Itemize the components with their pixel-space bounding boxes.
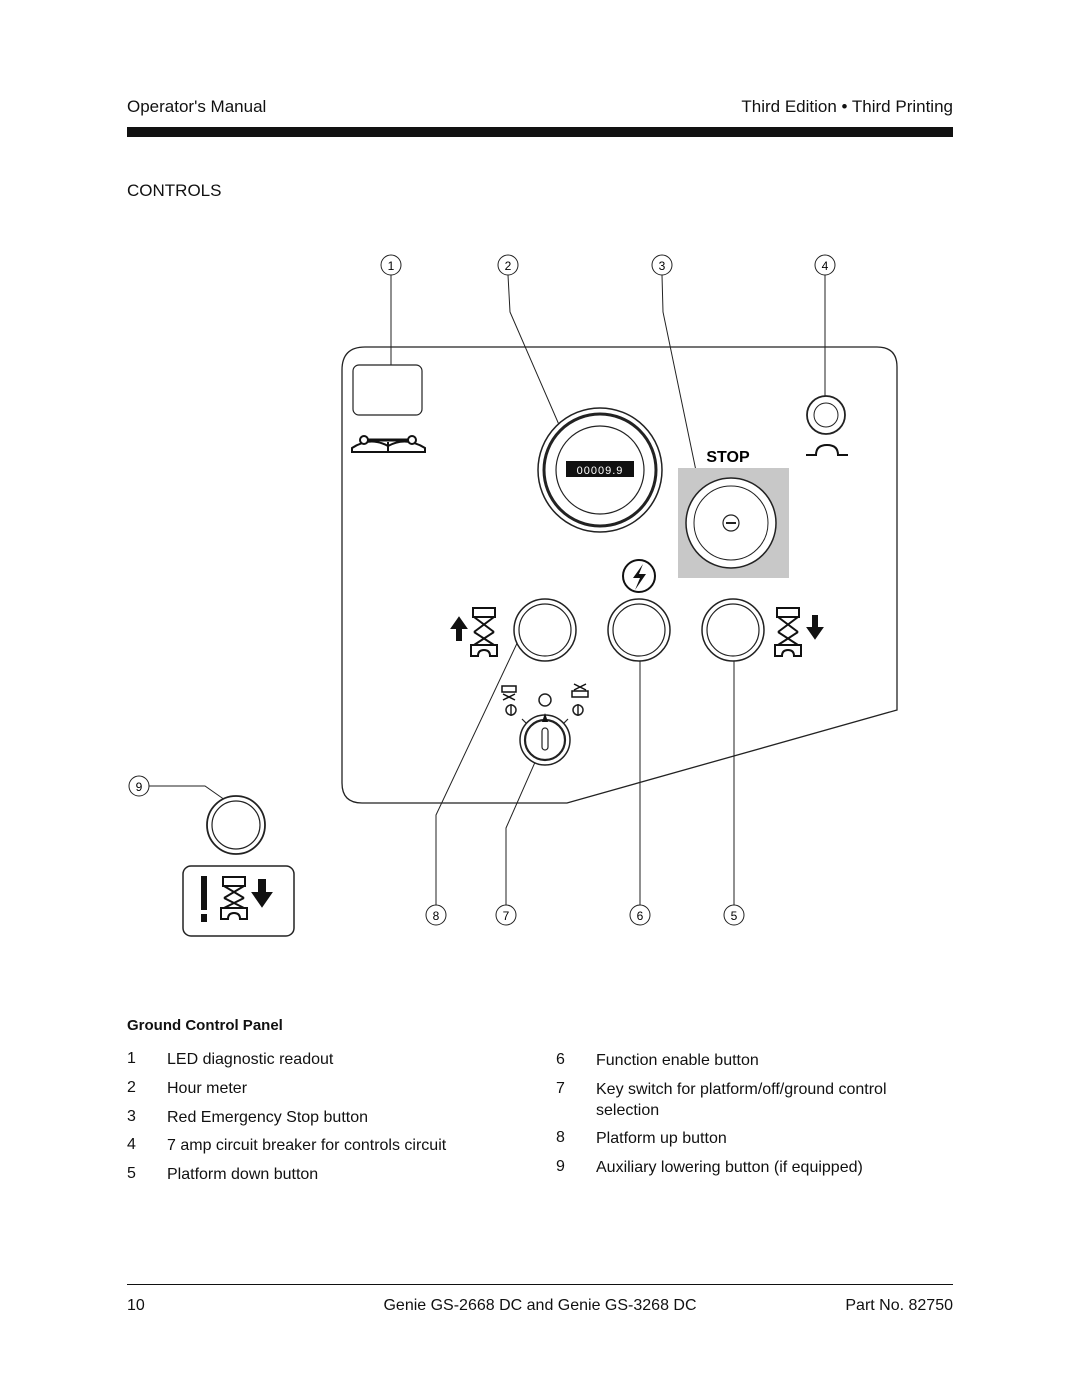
footer-rule (127, 1284, 953, 1285)
circuit-breaker-symbol-icon (806, 443, 848, 456)
led-diagnostic-readout (352, 364, 423, 416)
leader-lines (149, 274, 826, 906)
legend-right-column: 6 Function enable button 7 Key switch for … (556, 1051, 936, 1187)
callout-5: 5 (723, 904, 745, 926)
platform-down-button (701, 598, 765, 662)
manual-wrench-icon (351, 435, 426, 453)
legend-text: Key switch for platform/off/ground contr… (596, 1080, 887, 1119)
legend-text: Platform up button (596, 1130, 727, 1148)
platform-position-icon (501, 685, 517, 701)
lightning-icon (622, 559, 656, 593)
callout-6: 6 (629, 904, 651, 926)
svg-text:8: 8 (433, 909, 440, 923)
legend-text: Auxiliary lowering button (if equipped) (596, 1159, 863, 1177)
svg-text:5: 5 (731, 909, 738, 923)
header-rule (127, 127, 953, 137)
footer-model: Genie GS-2668 DC and Genie GS-3268 DC (383, 1297, 697, 1314)
callout-3: 3 (651, 254, 673, 276)
legend-item: 4 7 amp circuit breaker for controls circ… (127, 1136, 507, 1157)
svg-text:6: 6 (637, 909, 644, 923)
legend-item: 8 Platform up button (556, 1129, 936, 1150)
footer-part-number: Part No. 82750 (845, 1297, 953, 1314)
legend-text: Platform down button (167, 1166, 319, 1184)
legend-item: 1 LED diagnostic readout (127, 1050, 507, 1071)
svg-text:7: 7 (503, 909, 510, 923)
callout-markers: 1 2 3 4 5 6 7 8 9 (128, 254, 836, 926)
control-panel-diagram: 1 2 3 4 5 6 7 8 9 00009.9 STOP (128, 254, 898, 937)
svg-text:00009.9: 00009.9 (577, 465, 624, 477)
legend-text: Function enable button (596, 1052, 759, 1069)
legend-number: 5 (127, 1165, 136, 1183)
warning-exclamation-icon (201, 876, 207, 922)
legend-item: 5 Platform down button (127, 1165, 507, 1186)
legend-number: 6 (556, 1051, 565, 1068)
panel-outline (341, 346, 898, 804)
legend-text: Red Emergency Stop button (167, 1108, 369, 1126)
legend-number: 4 (127, 1136, 136, 1154)
auxiliary-lowering-button (206, 795, 266, 855)
legend-text: 7 amp circuit breaker for controls circu… (167, 1137, 447, 1155)
legend-text: LED diagnostic readout (167, 1051, 334, 1068)
legend-left-column: 1 LED diagnostic readout 2 Hour meter 3 Red… (127, 1050, 507, 1194)
legend-number: 1 (127, 1050, 136, 1067)
platform-up-icon (450, 607, 498, 657)
legend-item: 6 Function enable button (556, 1051, 936, 1072)
callout-2: 2 (497, 254, 519, 276)
page-number: 10 (127, 1297, 145, 1314)
section-title: CONTROLS (127, 181, 222, 200)
callout-8: 8 (425, 904, 447, 926)
callout-9: 9 (128, 775, 150, 797)
hour-meter: 00009.9 (537, 407, 663, 533)
svg-text:4: 4 (822, 259, 829, 273)
legend-number: 9 (556, 1158, 565, 1176)
function-enable-button (607, 598, 671, 662)
auxiliary-platform-down-icon (220, 876, 273, 920)
emergency-stop-button: STOP (678, 449, 789, 578)
figure-title: Ground Control Panel (127, 1017, 283, 1034)
circuit-breaker (806, 395, 846, 435)
legend-number: 3 (127, 1107, 136, 1125)
ground-position-icon (571, 683, 589, 698)
svg-text:1: 1 (388, 259, 395, 273)
legend-item: 7 Key switch for platform/off/ground cont… (556, 1080, 936, 1122)
svg-text:9: 9 (136, 780, 143, 794)
svg-text:STOP: STOP (706, 449, 750, 466)
legend-text: Hour meter (167, 1079, 248, 1097)
legend-item: 3 Red Emergency Stop button (127, 1108, 507, 1129)
platform-up-button (513, 598, 577, 662)
legend-item: 2 Hour meter (127, 1079, 507, 1100)
svg-text:2: 2 (505, 259, 512, 273)
key-switch (501, 683, 589, 766)
legend-number: 7 (556, 1079, 565, 1097)
callout-1: 1 (380, 254, 402, 276)
callout-4: 4 (814, 254, 836, 276)
header-manual-title: Operator's Manual (127, 97, 267, 116)
legend-number: 8 (556, 1129, 565, 1147)
legend-number: 2 (127, 1078, 136, 1096)
legend-item: 9 Auxiliary lowering button (if equipped) (556, 1158, 936, 1179)
svg-text:3: 3 (659, 259, 666, 273)
callout-7: 7 (495, 904, 517, 926)
platform-down-icon (774, 607, 824, 657)
header-edition: Third Edition • Third Printing (741, 97, 953, 116)
